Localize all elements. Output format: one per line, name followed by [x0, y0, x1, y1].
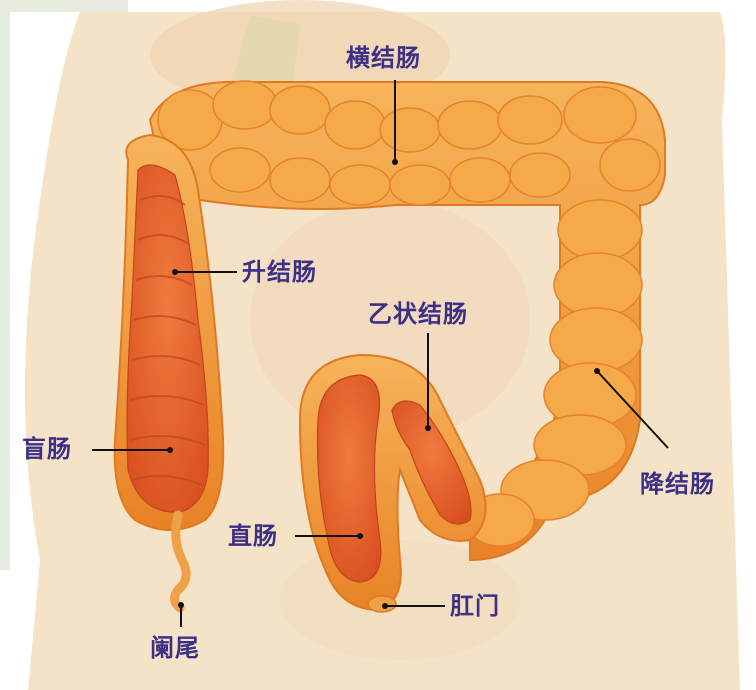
- label-ascending-colon: 升结肠: [242, 258, 317, 286]
- label-transverse-colon: 横结肠: [346, 44, 421, 72]
- label-cecum: 盲肠: [22, 435, 72, 463]
- label-descending-colon: 降结肠: [640, 470, 715, 498]
- corner-panel-left: [0, 0, 10, 570]
- corner-panel-top: [0, 0, 128, 12]
- label-rectum: 直肠: [228, 522, 278, 550]
- label-sigmoid-colon: 乙状结肠: [368, 300, 468, 328]
- label-appendix: 阑尾: [150, 634, 200, 662]
- label-anus: 肛门: [450, 592, 500, 620]
